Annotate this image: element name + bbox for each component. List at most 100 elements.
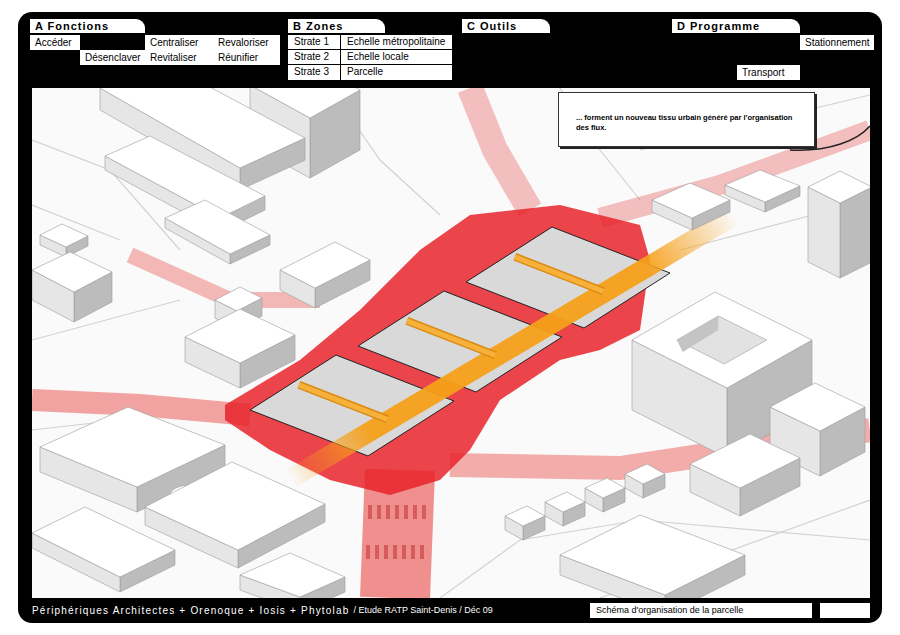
building-roof	[250, 88, 360, 118]
building-roof	[505, 506, 545, 526]
node-text: Transport	[742, 67, 784, 78]
building-roof	[545, 492, 585, 512]
section-tab: B Zones	[288, 19, 385, 33]
function-item: Réunifier	[213, 50, 280, 65]
node-text: Echelle métropolitaine	[341, 35, 451, 49]
building-roof	[808, 171, 870, 203]
orange-branch-edge	[407, 321, 496, 356]
building-roof	[185, 309, 295, 363]
building	[505, 506, 545, 540]
building-roof	[32, 252, 112, 292]
building	[40, 224, 88, 257]
courtyard-wall	[677, 316, 719, 352]
node-text: C Outils	[467, 20, 517, 32]
courtyard	[677, 316, 767, 364]
footer-text: / Etude RATP Saint-Denis / Déc 09	[354, 605, 493, 615]
section-tab: D Programme	[672, 19, 800, 33]
road-flow	[470, 88, 530, 210]
building	[725, 170, 800, 212]
orange-branch	[299, 385, 388, 420]
building-roof	[632, 292, 812, 388]
crosswalk-stripe	[420, 545, 424, 559]
node-text: Désenclaver	[85, 52, 141, 63]
orange-branch-edge	[299, 385, 388, 420]
function-item: Désenclaver	[80, 50, 145, 65]
node-text: Centraliser	[150, 37, 198, 48]
footer-band: Périphériques Architectes + Orenoque + I…	[32, 600, 493, 620]
building-roof	[585, 478, 625, 498]
building-roof	[32, 507, 175, 577]
node-text: Réunifier	[218, 52, 258, 63]
node-text: Revaloriser	[218, 37, 269, 48]
node-text: Echelle locale	[341, 50, 415, 64]
node-text: D Programme	[677, 20, 760, 32]
building	[32, 252, 112, 322]
building-roof	[240, 553, 345, 597]
programme-item: Stationnement	[800, 35, 874, 50]
node-text: A Fonctions	[35, 20, 109, 32]
function-item: Revitaliser	[145, 50, 213, 65]
building	[690, 434, 800, 516]
node-text: Accéder	[35, 37, 72, 48]
zone-row: Strate 1Echelle métropolitaine	[288, 35, 452, 50]
section-tab: A Fonctions	[30, 19, 145, 33]
building-roof	[560, 515, 745, 595]
crosswalk-stripe	[422, 505, 426, 519]
building-roof	[280, 242, 370, 288]
frame	[18, 12, 882, 623]
building	[625, 464, 665, 498]
node-text: B Zones	[293, 20, 343, 32]
building-roof	[652, 183, 730, 218]
orange-branch	[515, 257, 604, 292]
crosswalk-stripe	[377, 505, 381, 519]
building	[585, 478, 625, 512]
building-roof	[625, 464, 665, 484]
plan-ground	[32, 88, 870, 598]
zone-row: Strate 3Parcelle	[288, 65, 452, 80]
crosswalk-stripe	[402, 545, 406, 559]
node-text: ... forment un nouveau tissu urbain géné…	[576, 113, 806, 133]
node-text: Strate 2	[288, 50, 341, 64]
building	[185, 309, 295, 388]
function-item: Accéder	[30, 35, 80, 50]
crosswalk-stripe	[393, 545, 397, 559]
node-text: Strate 1	[288, 35, 341, 49]
building	[560, 515, 745, 598]
plan-drawing	[32, 88, 870, 598]
programme-item: Transport	[737, 65, 800, 80]
node-text: Stationnement	[805, 37, 870, 48]
building-roof	[105, 136, 265, 218]
building-roof	[165, 200, 270, 254]
building	[32, 507, 175, 592]
function-item: Centraliser	[145, 35, 213, 50]
crosswalk-stripe	[366, 545, 370, 559]
zone-row: Strate 2Echelle locale	[288, 50, 452, 65]
crosswalk-stripe	[395, 505, 399, 519]
building-roof	[770, 383, 865, 431]
crosswalk-stripe	[404, 505, 408, 519]
building-roof	[215, 287, 262, 311]
orange-branch-edge	[515, 257, 604, 292]
building-roof	[690, 434, 800, 488]
crosswalk-stripe	[375, 545, 379, 559]
building	[280, 242, 370, 308]
caption-box: Schéma d'organisation de la parcelle	[590, 603, 812, 618]
building	[545, 492, 585, 526]
node-text: Parcelle	[341, 65, 389, 80]
building	[240, 553, 345, 598]
building-roof	[145, 462, 325, 550]
building-roof	[40, 407, 225, 487]
crosswalk-stripe	[411, 545, 415, 559]
callout-bubble: ... forment un nouveau tissu urbain géné…	[558, 92, 815, 147]
orange-branch	[407, 321, 496, 356]
crosswalk-stripe	[384, 545, 388, 559]
crosswalk-stripe	[368, 505, 372, 519]
node-text: Strate 3	[288, 65, 341, 80]
blank-box	[820, 603, 870, 618]
building	[652, 183, 730, 230]
building	[808, 171, 870, 278]
crosswalk-stripe	[386, 505, 390, 519]
footer-text: Périphériques Architectes + Orenoque + I…	[32, 605, 350, 616]
